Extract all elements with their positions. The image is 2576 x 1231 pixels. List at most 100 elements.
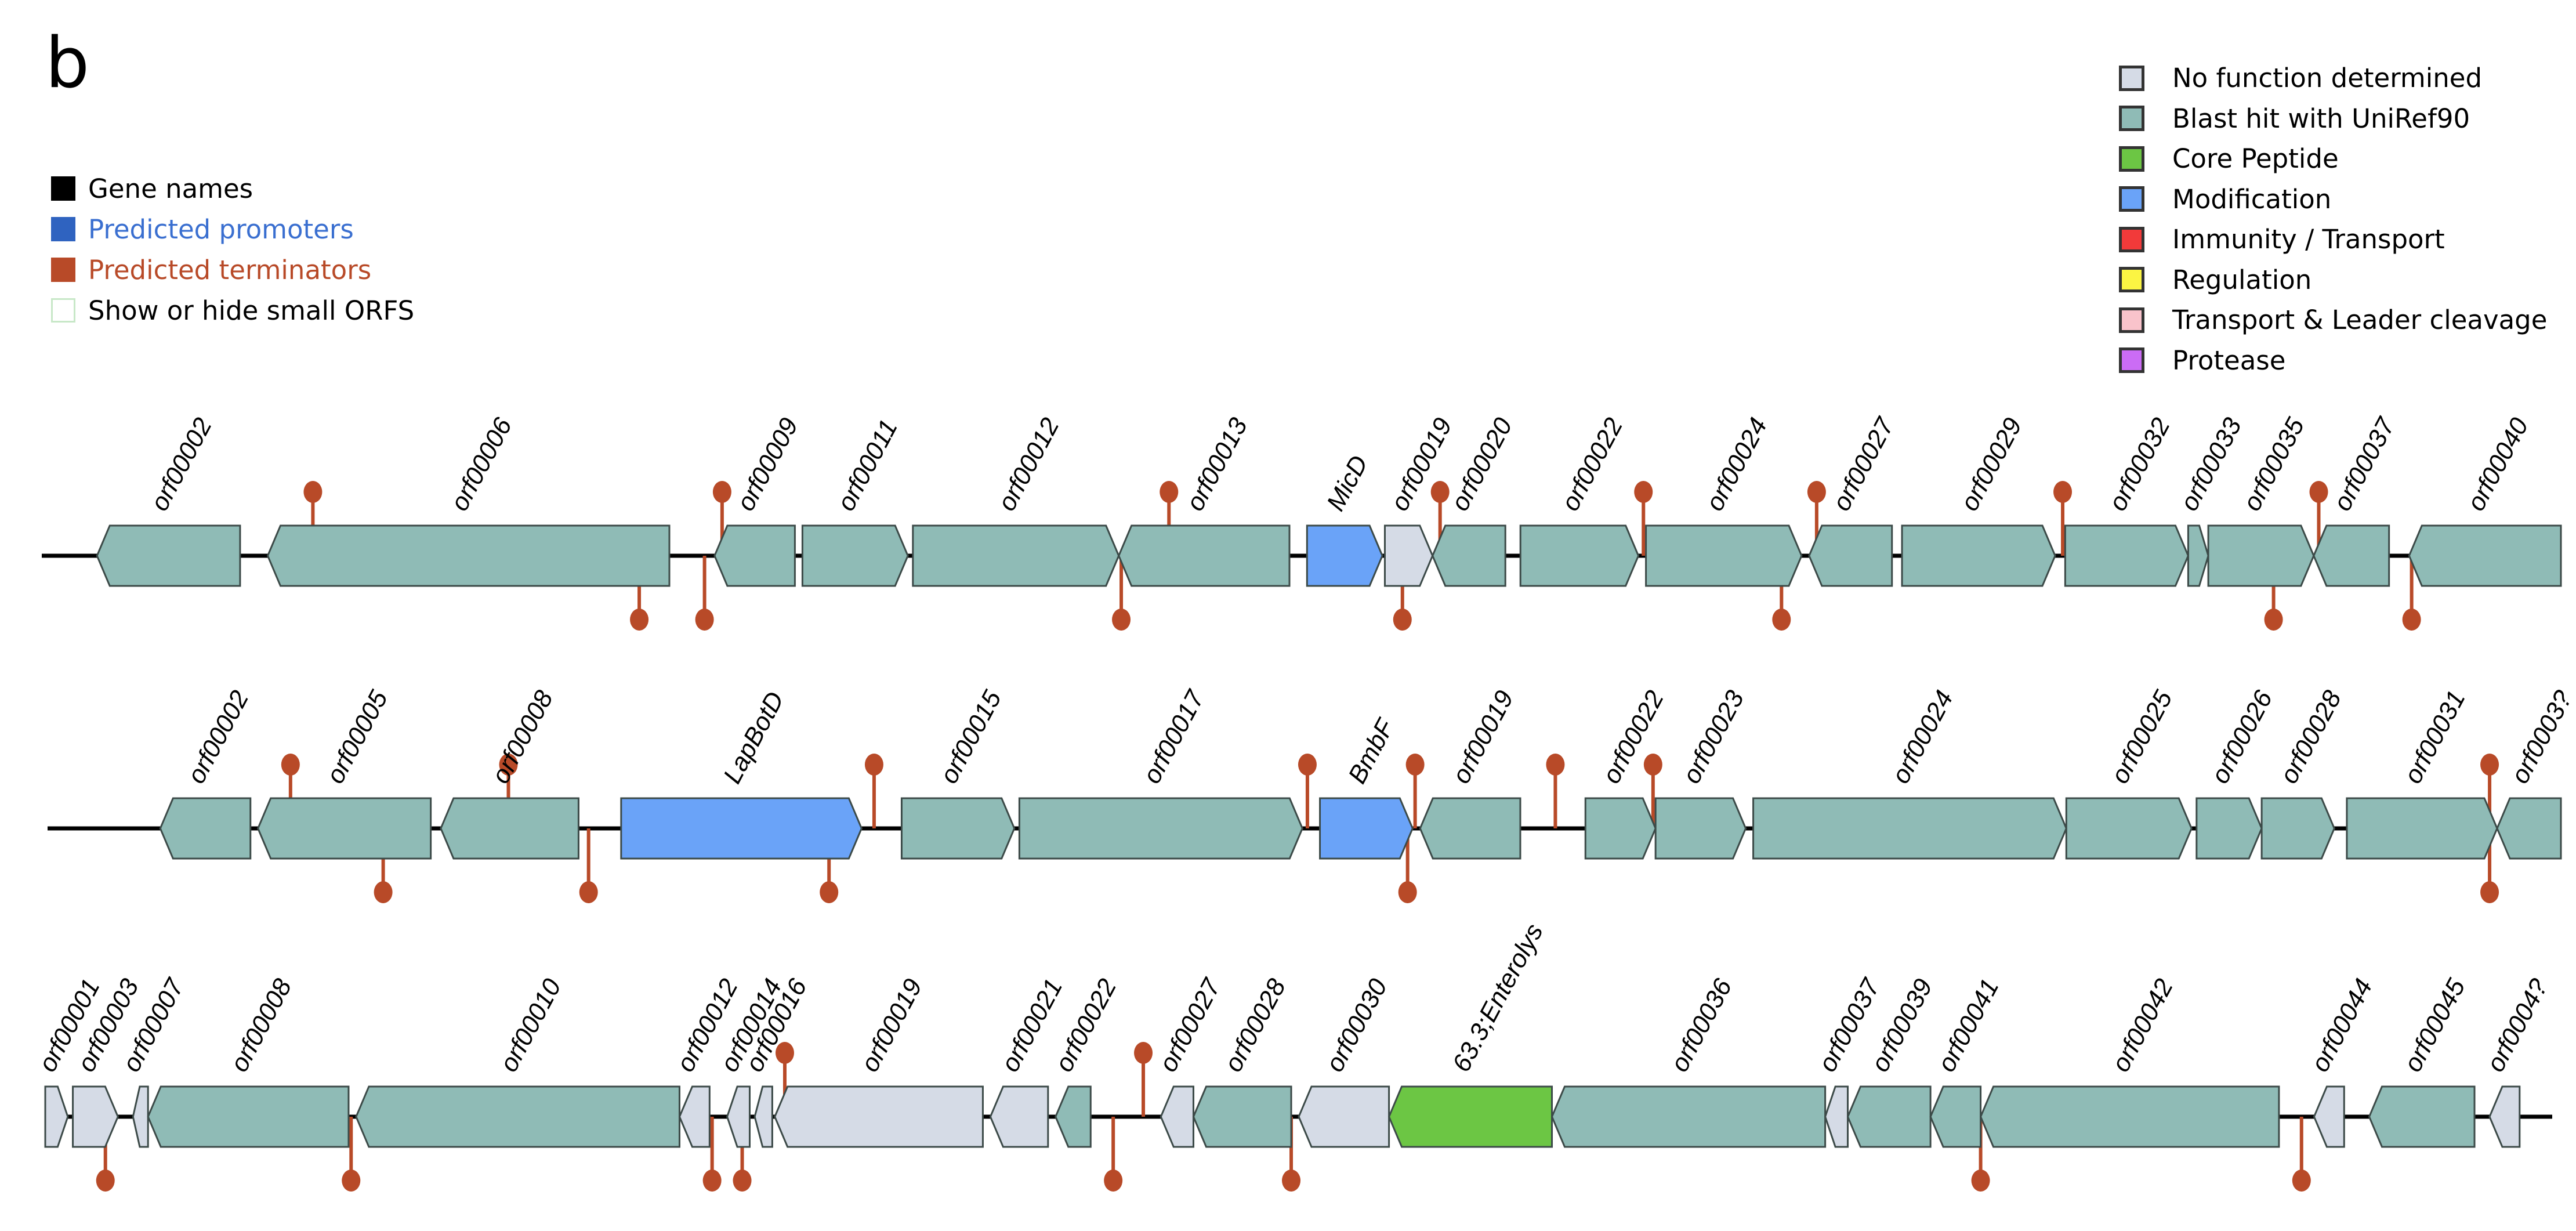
gene-arrow[interactable] [159,797,252,860]
gene-label: orf00017 [1137,685,1211,788]
gene-arrow[interactable] [1192,1085,1292,1148]
terminator-icon [96,1170,115,1192]
legend-predicted-terminators[interactable]: Predicted terminators [51,249,414,290]
terminator-icon [1772,609,1791,631]
legend-blast-hit: Blast hit with UniRef90 [2119,99,2547,139]
gene-arrow[interactable] [620,797,863,860]
legend-label: Protease [2172,345,2286,376]
gene-label: 63.3;Enterolys [1447,919,1549,1076]
legend-small-orfs-toggle[interactable]: Show or hide small ORFS [51,290,414,331]
gene-arrow[interactable] [678,1085,711,1148]
gene-arrow[interactable] [2488,1085,2521,1148]
gene-arrow[interactable] [713,524,796,587]
legend-label: Predicted promoters [88,213,354,245]
gene-arrow[interactable] [1929,1085,1982,1148]
terminator-icon [864,754,883,776]
legend-regulation: Regulation [2119,260,2547,300]
terminator-icon [1160,481,1179,503]
gene-arrow[interactable] [1654,797,1747,860]
gene-label: orf00032 [2103,413,2176,515]
gene-arrow[interactable] [96,524,241,587]
gene-arrow[interactable] [2368,1085,2476,1148]
gene-arrow[interactable] [1419,797,1521,860]
gene-arrow[interactable] [912,524,1120,587]
gene-arrow[interactable] [1432,524,1506,587]
gene-label: orf00025 [2106,686,2178,788]
gene-arrow[interactable] [1118,524,1291,587]
gene-arrow[interactable] [355,1085,680,1148]
gene-arrow[interactable] [2187,524,2209,587]
gene-arrow[interactable] [257,797,432,860]
gene-arrow[interactable] [2207,524,2315,587]
gene-arrow[interactable] [1846,1085,1932,1148]
terminator-icon [2480,754,2499,776]
gene-arrow[interactable] [2496,797,2562,860]
gene-arrow[interactable] [44,1085,69,1148]
terminator-icon [1405,754,1425,776]
gene-arrow[interactable] [2408,524,2562,587]
gene-label: orf00012 [992,413,1065,515]
gene-arrow[interactable] [1160,1085,1194,1148]
gene-arrow[interactable] [1824,1085,1849,1148]
gene-arrow[interactable] [1306,524,1383,587]
legend-label: Show or hide small ORFS [88,295,415,326]
gene-arrow[interactable] [1519,524,1640,587]
gene-arrow[interactable] [2260,797,2335,860]
terminator-icon [1298,754,1317,776]
legend-label: Immunity / Transport [2172,224,2445,255]
gene-label: orf00036 [1665,974,1738,1077]
gene-label: orf00008 [486,686,559,788]
gene-arrow[interactable] [2064,524,2190,587]
gene-arrow[interactable] [1319,797,1414,860]
gene-arrow[interactable] [900,797,1016,860]
gene-arrow[interactable] [989,1085,1049,1148]
gene-arrow[interactable] [1550,1085,1827,1148]
terminator-icon [2292,1170,2311,1192]
gene-arrow[interactable] [2313,524,2390,587]
terminator-icon [1546,754,1565,776]
small-orfs-checkbox[interactable] [51,298,75,323]
gene-arrow[interactable] [147,1085,350,1148]
gene-arrow[interactable] [1808,524,1893,587]
gene-arrow[interactable] [1901,524,2056,587]
gene-arrow[interactable] [1055,1085,1092,1148]
gene-arrow[interactable] [1298,1085,1390,1148]
gene-arrow[interactable] [1387,1085,1553,1148]
terminator-icon [702,1170,722,1192]
terminators-swatch[interactable] [51,258,75,282]
legend-no-function: No function determined [2119,58,2547,99]
panel-letter: b [45,23,90,104]
terminator-icon [1393,609,1412,631]
gene-arrow[interactable] [753,1085,773,1148]
terminator-icon [2053,481,2073,503]
gene-arrow[interactable] [2195,797,2263,860]
gene-arrow[interactable] [72,1085,119,1148]
gene-arrow[interactable] [266,524,671,587]
gene-arrow[interactable] [2313,1085,2345,1148]
promoters-swatch[interactable] [51,217,75,241]
gene-arrow[interactable] [132,1085,149,1148]
gene-label: orf00028 [1219,974,1291,1077]
gene-label: orf00045 [2399,974,2471,1077]
legend-gene-names[interactable]: Gene names [51,168,414,209]
gene-arrow[interactable] [1383,524,1434,587]
gene-label: orf00010 [494,974,567,1077]
legend-predicted-promoters[interactable]: Predicted promoters [51,209,414,249]
gene-arrow[interactable] [1018,797,1303,860]
gene-arrow[interactable] [801,524,909,587]
terminator-icon [281,754,300,776]
gene-arrow[interactable] [774,1085,984,1148]
gene-arrow[interactable] [2065,797,2193,860]
gene-arrow[interactable] [440,797,579,860]
legend-label: Core Peptide [2172,143,2339,175]
gene-arrow[interactable] [1584,797,1657,860]
terminator-icon [579,881,598,903]
gene-names-swatch[interactable] [51,176,75,201]
gene-label: orf00011 [832,415,903,515]
gene-arrow[interactable] [726,1085,751,1148]
gene-arrow[interactable] [2346,797,2498,860]
gene-arrow[interactable] [1979,1085,2280,1148]
gene-arrow[interactable] [1752,797,2067,860]
gene-arrow[interactable] [1645,524,1803,587]
gene-label: orf00042 [2106,974,2179,1076]
